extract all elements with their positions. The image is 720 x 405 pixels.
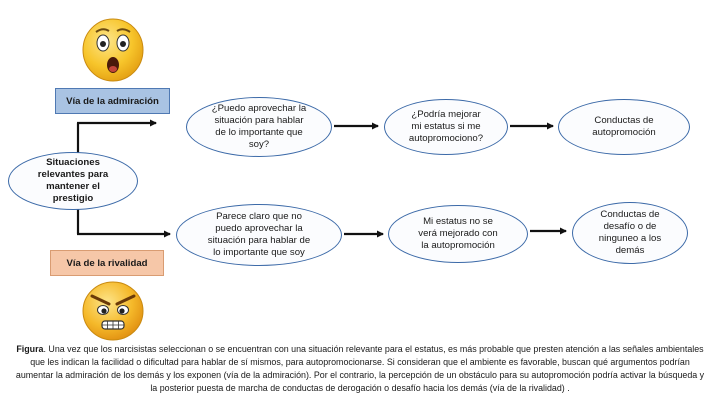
start-node-line: Situaciones xyxy=(46,156,100,168)
node-line: verá mejorado con xyxy=(418,227,498,239)
node-line: Parece claro que no xyxy=(216,210,302,222)
admiration-node-3: Conductas de autopromoción xyxy=(558,99,690,155)
admiration-node-1: ¿Puedo aprovechar la situación para habl… xyxy=(186,97,332,157)
node-line: desafío o de xyxy=(603,220,657,232)
admiration-path-label: Vía de la admiración xyxy=(55,88,170,114)
node-line: mi estatus si me xyxy=(411,120,481,132)
admiration-path-text: Vía de la admiración xyxy=(66,95,159,107)
node-line: situación para hablar xyxy=(214,114,304,126)
node-line: ¿Podría mejorar xyxy=(411,108,481,120)
caption-text: . Una vez que los narcisistas selecciona… xyxy=(15,344,705,393)
node-line: demás xyxy=(615,245,645,257)
surprised-emoji-icon xyxy=(82,18,144,82)
rivalry-node-2: Mi estatus no se verá mejorado con la au… xyxy=(388,205,528,263)
node-line: la autopromoción xyxy=(421,240,495,252)
start-node: Situaciones relevantes para mantener el … xyxy=(8,152,138,210)
node-line: ¿Puedo aprovechar la xyxy=(211,102,307,114)
caption-lead: Figura xyxy=(16,344,44,354)
figure-caption: Figura. Una vez que los narcisistas sele… xyxy=(14,343,706,395)
node-line: Mi estatus no se xyxy=(423,215,493,227)
node-line: Conductas de xyxy=(594,114,654,126)
node-line: lo importante que soy xyxy=(213,247,305,259)
rivalry-node-1: Parece claro que no puedo aprovechar la … xyxy=(176,204,342,266)
node-line: situación para hablar de xyxy=(207,235,311,246)
start-node-line: prestigio xyxy=(52,193,94,205)
rivalry-node-3: Conductas de desafío o de ninguneo a los… xyxy=(572,202,688,264)
node-line: autopromoción xyxy=(592,127,656,138)
start-node-line: mantener el xyxy=(46,181,100,192)
node-line: de lo importante que xyxy=(215,127,303,138)
rivalry-path-text: Vía de la rivalidad xyxy=(66,257,148,269)
angry-emoji-icon xyxy=(82,281,144,341)
node-line: Conductas de xyxy=(600,208,660,220)
node-line: autopromociono? xyxy=(408,133,484,145)
start-node-line: relevantes para xyxy=(37,168,109,180)
node-line: puedo aprovechar la xyxy=(215,222,303,234)
node-line: soy? xyxy=(248,139,270,151)
admiration-node-2: ¿Podría mejorar mi estatus si me autopro… xyxy=(384,99,508,155)
node-line: ninguneo a los xyxy=(598,233,662,244)
rivalry-path-label: Vía de la rivalidad xyxy=(50,250,164,276)
